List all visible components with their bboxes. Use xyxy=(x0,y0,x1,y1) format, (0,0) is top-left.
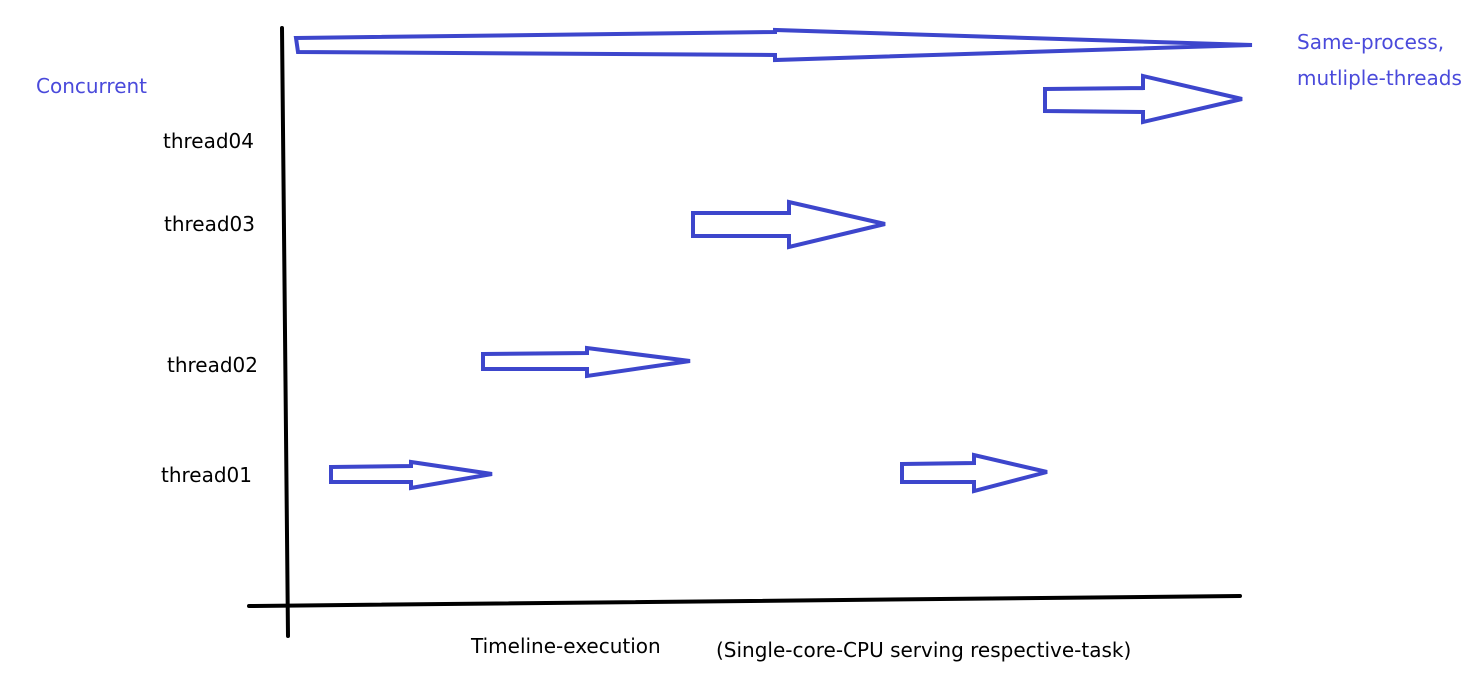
thread04-label: thread04 xyxy=(163,129,255,153)
thread02-label: thread02 xyxy=(167,353,259,377)
concurrent-label: Concurrent xyxy=(36,74,148,98)
thread02-arrow xyxy=(481,345,691,379)
process-arrow xyxy=(293,27,1253,63)
thread01-label: thread01 xyxy=(161,463,253,487)
thread03-label: thread03 xyxy=(164,212,256,236)
thread01-arrow-1 xyxy=(329,459,493,491)
x-axis xyxy=(247,594,1242,608)
thread03-arrow xyxy=(691,199,886,250)
thread01-arrow-2 xyxy=(900,452,1048,494)
same-process-label: Same-process, xyxy=(1297,30,1445,54)
x-axis-label: Timeline-execution xyxy=(471,634,661,658)
thread04-arrow xyxy=(1043,73,1243,125)
multiple-threads-label: mutliple-threads xyxy=(1297,66,1462,90)
y-axis xyxy=(280,26,290,638)
x-axis-note: (Single-core-CPU serving respective-task… xyxy=(716,638,1132,662)
